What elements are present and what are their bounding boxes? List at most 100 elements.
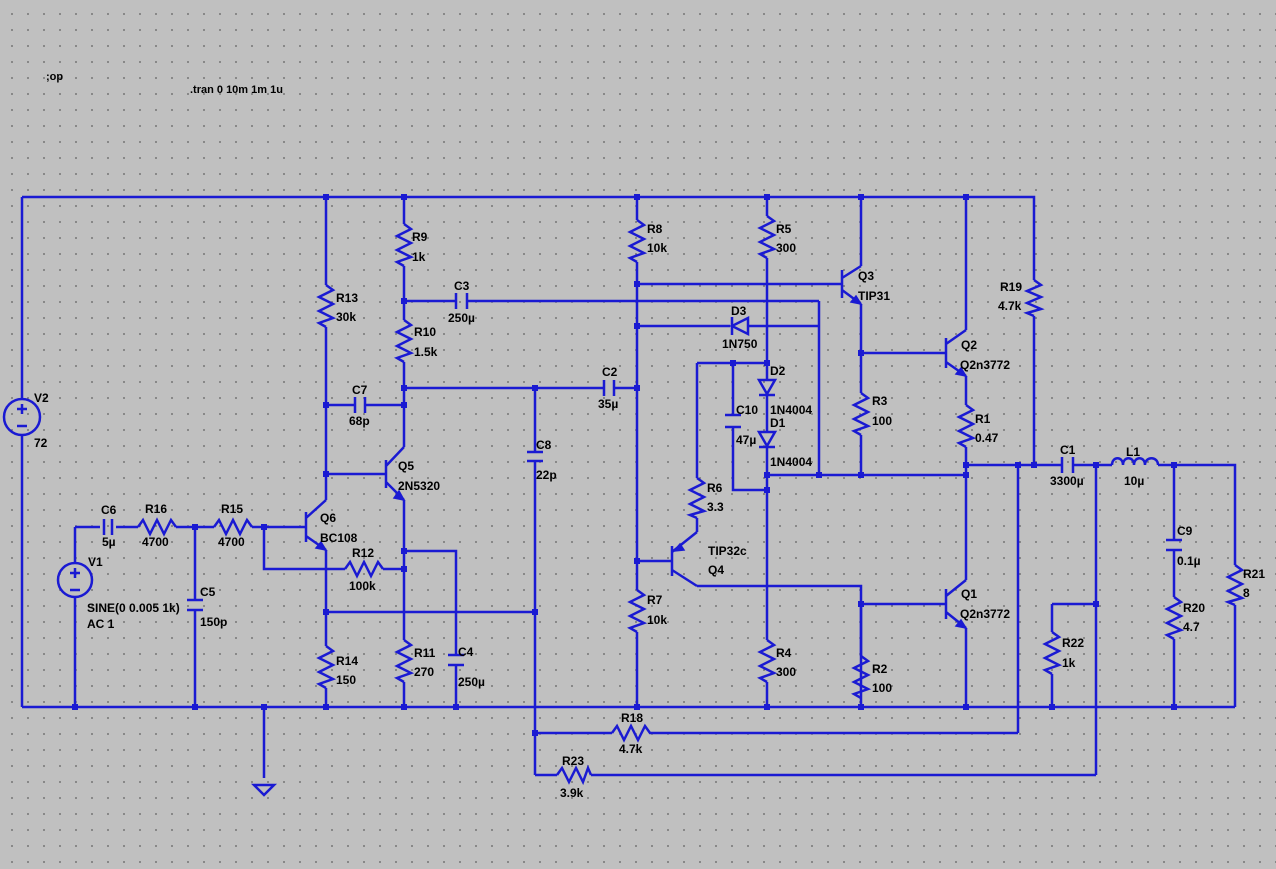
capacitor-c6-value: 5µ (102, 535, 116, 549)
transistor-q2-ref: Q2 (961, 338, 977, 352)
capacitor-c1[interactable] (1060, 457, 1075, 473)
capacitor-c10[interactable] (725, 413, 741, 429)
capacitor-c9-value: 0.1µ (1177, 554, 1201, 568)
resistor-r2-value: 100 (872, 681, 892, 695)
resistor-r23-ref: R23 (562, 754, 584, 768)
resistor-r3-ref: R3 (872, 394, 888, 408)
resistor-r9[interactable] (394, 222, 415, 268)
resistor-r12[interactable] (343, 559, 385, 579)
transistor-q6-value: BC108 (320, 531, 358, 545)
capacitor-c8[interactable] (527, 450, 543, 463)
resistor-r6-value: 3.3 (707, 500, 724, 514)
resistor-r16-ref: R16 (145, 502, 167, 516)
transistor-q5-value: 2N5320 (398, 479, 440, 493)
directive-op[interactable]: ;op (46, 71, 63, 83)
capacitor-c3-value: 250µ (448, 311, 475, 325)
resistor-r4-value: 300 (776, 665, 796, 679)
capacitor-c8-value: 22p (536, 468, 557, 482)
capacitor-c5-ref: C5 (200, 585, 216, 599)
resistor-r19-value: 4.7k (998, 299, 1022, 313)
transistor-q2[interactable] (940, 328, 968, 378)
resistor-r19-ref: R19 (1000, 280, 1022, 294)
resistor-r15[interactable] (212, 517, 254, 537)
resistor-r12-value: 100k (349, 579, 376, 593)
resistor-r14[interactable] (316, 644, 337, 690)
resistor-r21[interactable] (1224, 563, 1246, 607)
resistor-r2-ref: R2 (872, 662, 888, 676)
resistor-r18[interactable] (610, 723, 654, 743)
resistor-r2[interactable] (851, 654, 872, 700)
directive-tran[interactable]: .tran 0 10m 1m 1u (190, 84, 283, 96)
resistor-r7[interactable] (627, 588, 648, 634)
ground-symbol[interactable] (250, 783, 278, 797)
inductor-l1-value: 10µ (1124, 474, 1144, 488)
diode-d2[interactable] (756, 378, 778, 397)
transistor-q1-ref: Q1 (961, 587, 977, 601)
resistor-r5[interactable] (757, 214, 778, 260)
resistor-r5-value: 300 (776, 241, 796, 255)
capacitor-c2[interactable] (602, 380, 616, 396)
resistor-r13-value: 30k (336, 310, 356, 324)
diode-d1-value: 1N4004 (770, 455, 812, 469)
resistor-r16[interactable] (136, 517, 178, 537)
transistor-q4-value: TIP32c (708, 544, 747, 558)
capacitor-c6-ref: C6 (101, 503, 117, 517)
resistor-r6[interactable] (686, 476, 708, 520)
resistor-r4[interactable] (757, 638, 778, 684)
resistor-r3[interactable] (851, 391, 872, 437)
resistor-r22[interactable] (1042, 630, 1063, 676)
resistor-r1-value: 0.47 (975, 431, 999, 445)
resistor-r11[interactable] (394, 638, 415, 684)
capacitor-c5-value: 150p (200, 615, 227, 629)
resistor-r9-ref: R9 (412, 230, 428, 244)
wires (20, 195, 1237, 778)
capacitor-c6[interactable] (102, 519, 114, 535)
source-v1-value: SINE(0 0.005 1k) (87, 601, 180, 615)
resistor-r13[interactable] (316, 283, 337, 329)
resistor-r10[interactable] (394, 318, 415, 364)
transistor-q4[interactable] (666, 531, 698, 588)
transistor-q1[interactable] (940, 579, 968, 630)
resistor-r13-ref: R13 (336, 291, 358, 305)
capacitor-c10-value: 47µ (736, 433, 756, 447)
inductor-l1[interactable] (1110, 457, 1160, 466)
source-v2[interactable] (2, 397, 42, 437)
transistor-q3[interactable] (836, 264, 863, 306)
capacitor-c4-ref: C4 (458, 645, 474, 659)
junction-dots (72, 194, 1177, 736)
resistor-r3-value: 100 (872, 414, 892, 428)
diode-d1[interactable] (756, 430, 778, 449)
resistor-r11-ref: R11 (414, 646, 436, 660)
resistor-r23[interactable] (555, 764, 593, 786)
transistor-q1-value: Q2n3772 (960, 607, 1010, 621)
transistor-q6-ref: Q6 (320, 511, 336, 525)
capacitor-c9-ref: C9 (1177, 524, 1193, 538)
capacitor-c3[interactable] (454, 293, 469, 309)
capacitor-c1-value: 3300µ (1050, 474, 1084, 488)
resistor-r1[interactable] (956, 403, 977, 449)
capacitor-c9[interactable] (1166, 538, 1182, 552)
capacitor-c1-ref: C1 (1060, 443, 1076, 457)
capacitor-c4[interactable] (448, 653, 464, 667)
diode-d2-value: 1N4004 (770, 403, 812, 417)
resistor-r19[interactable] (1023, 278, 1045, 318)
resistor-r23-value: 3.9k (560, 786, 584, 800)
resistor-r16-value: 4700 (142, 535, 169, 549)
resistor-r14-ref: R14 (336, 654, 358, 668)
resistor-r1-ref: R1 (975, 412, 991, 426)
capacitor-c7-value: 68p (349, 414, 370, 428)
transistor-q4-ref: Q4 (708, 563, 724, 577)
capacitor-c5[interactable] (187, 598, 203, 612)
transistor-q5[interactable] (380, 446, 406, 502)
resistor-r6-ref: R6 (707, 481, 723, 495)
transistor-q6[interactable] (300, 499, 328, 552)
resistor-r18-ref: R18 (621, 711, 643, 725)
resistor-r20[interactable] (1164, 595, 1185, 641)
resistor-r12-ref: R12 (352, 546, 374, 560)
resistor-r8[interactable] (627, 218, 648, 264)
source-v1[interactable] (56, 561, 94, 599)
capacitor-c7[interactable] (353, 397, 367, 413)
diode-d3[interactable] (729, 315, 750, 337)
transistor-q3-value: TIP31 (858, 289, 890, 303)
